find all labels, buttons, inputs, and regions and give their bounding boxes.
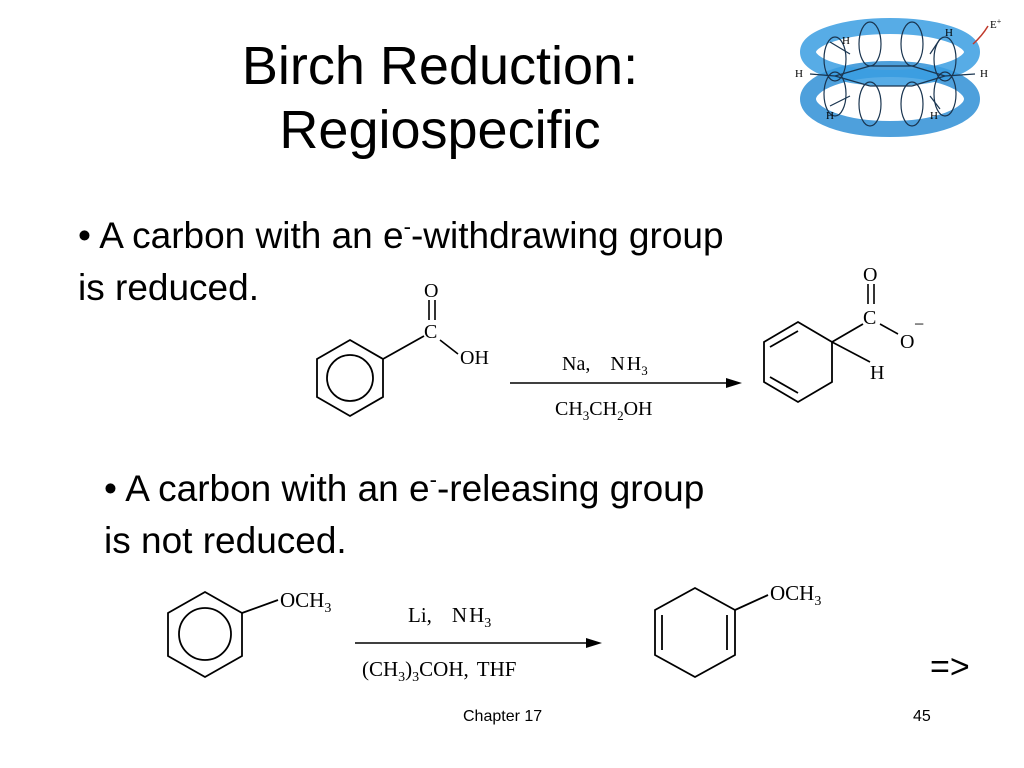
bond-ring-to-carboxylate: [831, 323, 864, 343]
product-cyclohexadiene-ring: [763, 320, 833, 404]
bullet-marker: •: [104, 468, 126, 509]
bullet-releasing-group: • A carbon with an e--releasing group is…: [104, 463, 904, 567]
reagent-bottom: CH3CH2OH: [555, 398, 652, 423]
bullet-text-end: -releasing group: [436, 468, 705, 509]
title-line-1: Birch Reduction:: [241, 36, 639, 96]
product-oxygen: O: [900, 331, 914, 353]
bullet-withdrawing-group: • A carbon with an e--withdrawing group …: [78, 210, 898, 314]
lower-pi-ring: [800, 61, 980, 137]
h-label: H: [930, 110, 938, 122]
next-slide-link[interactable]: =>: [930, 648, 970, 686]
bullet-text-end: -withdrawing group: [410, 215, 724, 256]
electron-superscript: -: [403, 214, 411, 239]
bullet-text-line2: is not reduced.: [104, 520, 347, 561]
product-hydrogen: H: [870, 362, 884, 384]
footer-chapter: Chapter 17: [463, 708, 543, 725]
bullet-text-line2: is reduced.: [78, 267, 259, 308]
h-label: H: [842, 35, 850, 47]
h-label: H: [945, 27, 953, 39]
reactant-benzene-ring: [316, 338, 384, 418]
bullet-text-start: A carbon with an e: [99, 215, 404, 256]
upper-pi-ring: [800, 18, 980, 86]
reaction-2-scheme: OCH3 Li,NH3 (CH3)3COH,THF OCH3: [167, 581, 821, 685]
reactant-benzene-ring: [167, 590, 243, 679]
electrophile-label: E+: [990, 17, 1002, 31]
bond-ring-to-carboxyl: [382, 335, 425, 360]
title-line-2: Regiospecific: [279, 100, 601, 160]
bond-c-to-o-minus: [879, 323, 899, 335]
h-label: H: [980, 68, 988, 80]
benzene-pi-orbital-illustration: H H H H H H E+: [795, 17, 1002, 137]
product-negative-charge: −: [914, 314, 924, 334]
bond-ring-to-methoxy: [241, 599, 279, 614]
h-label: H: [795, 68, 803, 80]
product-carbon: C: [863, 307, 876, 329]
bullet-marker: •: [78, 215, 100, 256]
p-orbital-lobes: [823, 21, 957, 127]
product-methoxy: OCH3: [770, 581, 821, 609]
reaction-arrow-head: [586, 638, 602, 648]
product-cyclohexadiene-ring: [654, 586, 736, 679]
bond-c-to-oh: [439, 339, 459, 355]
electrophile-arrow: [972, 25, 989, 45]
reagent-top: Li,NH3: [408, 603, 491, 631]
h-label: H: [826, 110, 834, 122]
slide-title: Birch Reduction: Regiospecific: [150, 34, 730, 162]
reactant-oxygen: O: [424, 280, 438, 302]
reaction-arrow-head: [726, 378, 742, 388]
bond-ring-to-methoxy: [734, 594, 769, 611]
sigma-bond-frame: [809, 38, 976, 110]
bond-ring-to-h: [831, 341, 871, 363]
product-oxygen-top: O: [863, 264, 877, 286]
reactant-hydroxyl: OH: [460, 347, 489, 369]
electron-superscript: -: [429, 467, 437, 492]
footer-page-number: 45: [913, 708, 931, 725]
reactant-methoxy: OCH3: [280, 588, 331, 616]
reactant-carbon: C: [424, 321, 437, 343]
bullet-text-start: A carbon with an e: [125, 468, 430, 509]
reagent-bottom: (CH3)3COH,THF: [362, 657, 516, 685]
